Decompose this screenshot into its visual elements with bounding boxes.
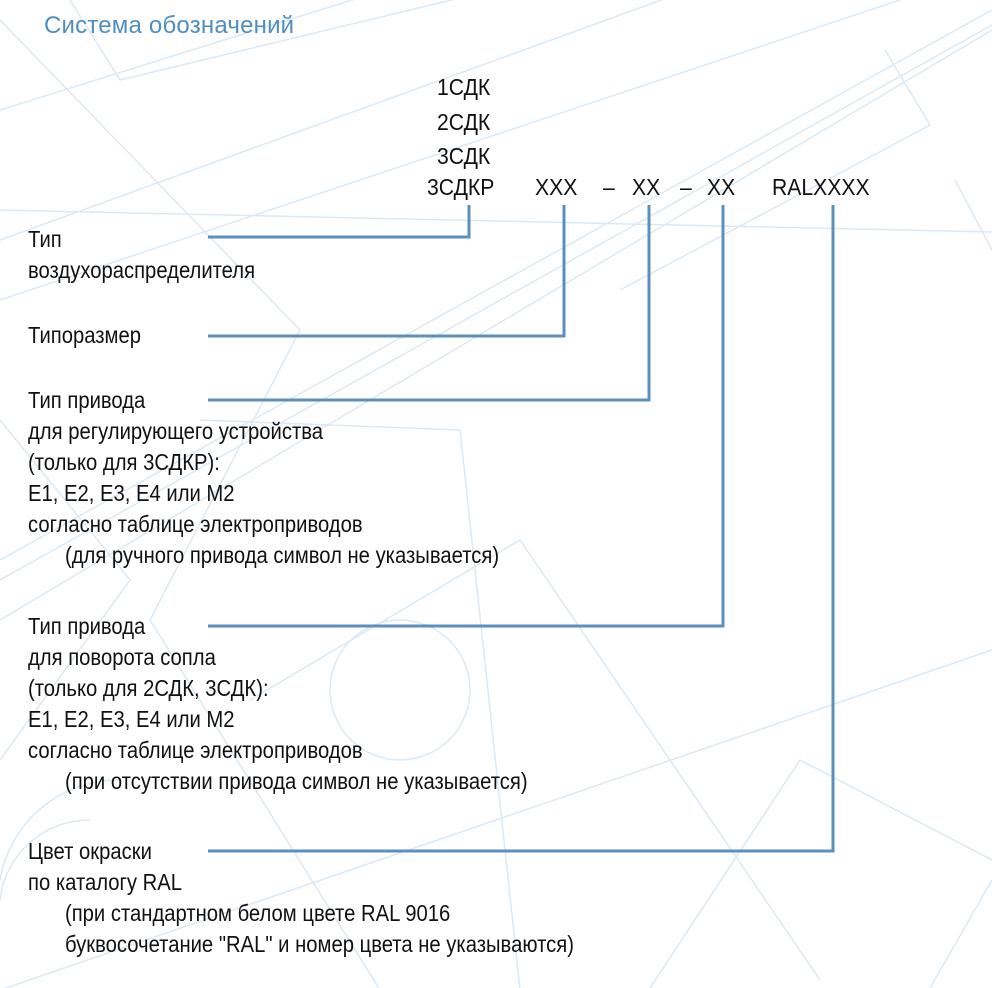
size-code: XXX — [535, 174, 578, 200]
desc-note: (при стандартном белом цвете RAL 9016 — [64, 900, 451, 926]
connector-color — [208, 205, 835, 853]
desc-drive2: Тип привода для поворота сопла (только д… — [28, 611, 528, 797]
desc-color: Цвет окраски по каталогу RAL (при станда… — [28, 836, 574, 960]
drive2-code: XX — [707, 174, 736, 200]
desc-note: (при отсутствии привода символ не указыв… — [64, 768, 528, 794]
desc-line: Тип привода — [28, 613, 146, 639]
connector-size — [208, 205, 566, 338]
desc-line: Тип привода — [28, 387, 146, 413]
desc-line: Тип — [28, 226, 62, 252]
type-code-2: 2СДК — [437, 109, 491, 135]
type-code-1: 1СДК — [437, 74, 491, 100]
type-code-4: 3СДКР — [427, 174, 495, 200]
desc-line: согласно таблице электроприводов — [28, 511, 363, 537]
desc-size: Типоразмер — [28, 320, 141, 351]
color-code: RALXXXX — [772, 174, 870, 200]
desc-note: (для ручного привода символ не указывает… — [64, 542, 500, 568]
type-code-3: 3СДК — [437, 143, 491, 169]
connector-drive2 — [208, 205, 725, 628]
desc-line: воздухораспределителя — [28, 257, 256, 283]
connector-type — [208, 205, 471, 239]
desc-line: согласно таблице электроприводов — [28, 737, 363, 763]
desc-line: Е1, Е2, Е3, Е4 или М2 — [28, 706, 235, 732]
desc-type: Тип воздухораспределителя — [28, 224, 255, 286]
desc-line: Е1, Е2, Е3, Е4 или М2 — [28, 480, 235, 506]
page-title: Система обозначений — [44, 12, 295, 39]
desc-drive1: Тип привода для регулирующего устройства… — [28, 385, 499, 571]
desc-line: (только для 2СДК, 3СДК): — [28, 675, 269, 701]
desc-line: Типоразмер — [28, 322, 141, 348]
desc-line: (только для 3СДКР): — [28, 449, 220, 475]
desc-line: для поворота сопла — [28, 644, 216, 670]
separator-2: – — [680, 174, 692, 200]
drive1-code: XX — [632, 174, 661, 200]
desc-line: для регулирующего устройства — [28, 418, 323, 444]
connector-drive1 — [208, 205, 651, 402]
desc-line: по каталогу RAL — [28, 869, 183, 895]
separator-1: – — [603, 174, 615, 200]
desc-note: буквосочетание "RAL" и номер цвета не ук… — [64, 931, 574, 957]
desc-line: Цвет окраски — [28, 838, 152, 864]
